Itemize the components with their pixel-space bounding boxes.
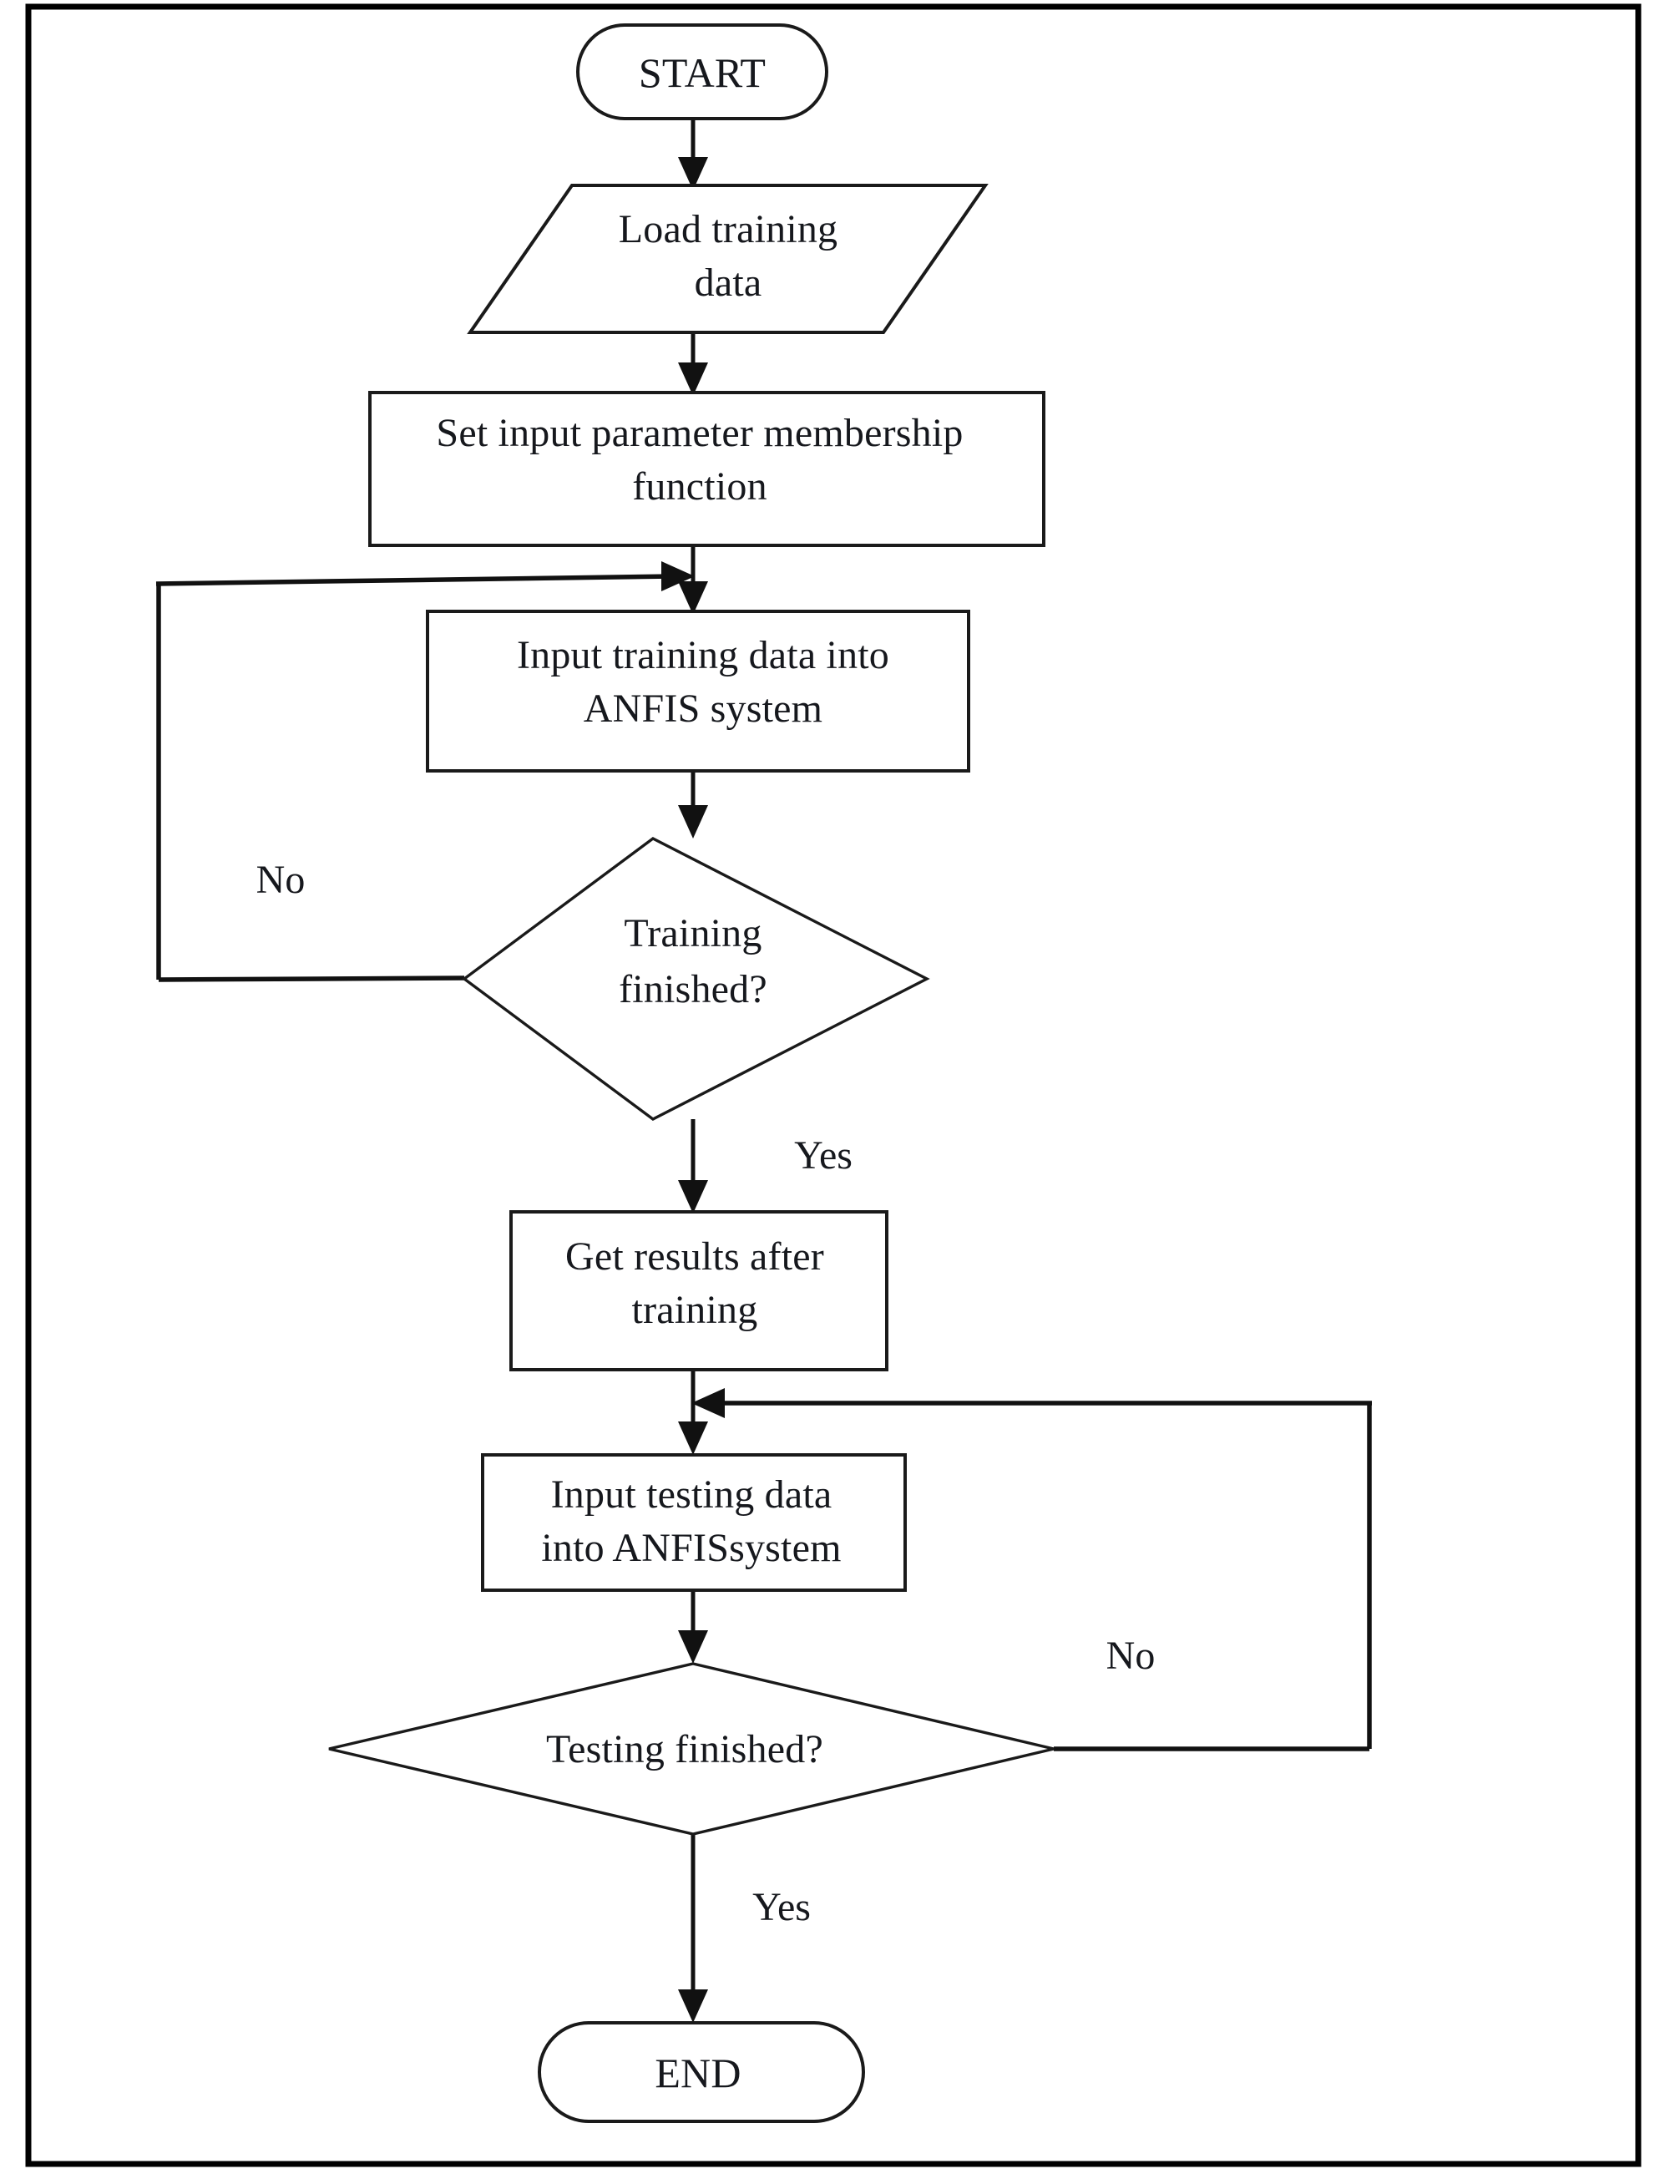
node-start[interactable]: START bbox=[576, 23, 828, 120]
testing-finished-diamond bbox=[328, 1662, 1055, 1836]
connector-training-yes-to-results bbox=[678, 1119, 708, 1214]
node-input-training[interactable]: Input training data into ANFIS system bbox=[426, 610, 970, 773]
edge-label-testing-no: No bbox=[1106, 1634, 1156, 1678]
node-set-membership[interactable]: Set input parameter membership function bbox=[368, 391, 1045, 547]
input-testing-box bbox=[481, 1453, 907, 1592]
connector-load-to-membership bbox=[678, 332, 708, 396]
load-training-data-parallelogram bbox=[467, 184, 989, 334]
connector-membership-to-input-training bbox=[678, 545, 708, 615]
node-load-training-data[interactable]: Load training data bbox=[467, 184, 989, 334]
set-membership-box bbox=[368, 391, 1045, 547]
training-finished-diamond bbox=[462, 837, 930, 1121]
testing-finished-label-line1: Testing finished? bbox=[546, 1727, 823, 1771]
get-results-label-line2: training bbox=[632, 1288, 758, 1332]
training-finished-label-line2: finished? bbox=[619, 967, 767, 1011]
end-label: END bbox=[655, 2050, 741, 2096]
input-training-label-line1: Input training data into bbox=[517, 633, 889, 677]
set-membership-label-line2: function bbox=[632, 464, 767, 509]
connector-testing-yes-to-end bbox=[678, 1834, 708, 2023]
edge-label-training-no: No bbox=[256, 858, 306, 902]
edge-label-training-yes: Yes bbox=[794, 1133, 853, 1178]
get-results-label-line1: Get results after bbox=[565, 1234, 824, 1279]
connector-testing-no-loop bbox=[691, 1388, 1372, 1751]
connector-input-training-to-decision bbox=[678, 771, 708, 839]
connector-start-to-load bbox=[678, 119, 708, 190]
start-terminator-shape bbox=[576, 23, 828, 120]
node-input-testing[interactable]: Input testing data into ANFISsystem bbox=[481, 1453, 907, 1592]
node-get-results[interactable]: Get results after training bbox=[509, 1210, 888, 1371]
training-finished-label-line1: Training bbox=[624, 911, 762, 955]
input-testing-label-line1: Input testing data bbox=[551, 1472, 832, 1517]
get-results-box bbox=[509, 1210, 888, 1371]
node-testing-finished-decision[interactable]: Testing finished? bbox=[328, 1662, 1055, 1836]
edge-label-testing-yes: Yes bbox=[752, 1885, 811, 1929]
node-training-finished-decision[interactable]: Training finished? bbox=[462, 837, 930, 1121]
end-terminator-shape bbox=[538, 2021, 865, 2123]
load-training-data-label-line2: data bbox=[695, 261, 762, 305]
figure-frame bbox=[25, 3, 1642, 2167]
start-label: START bbox=[639, 49, 766, 96]
node-end[interactable]: END bbox=[538, 2021, 865, 2123]
input-training-label-line2: ANFIS system bbox=[584, 687, 822, 731]
connector-training-no-loop bbox=[155, 561, 695, 982]
input-testing-label-line2: into ANFISsystem bbox=[541, 1526, 841, 1570]
load-training-data-label-line1: Load training bbox=[619, 207, 838, 251]
connector-input-testing-to-decision bbox=[678, 1590, 708, 1664]
input-training-box bbox=[426, 610, 970, 773]
connector-results-to-input-testing bbox=[678, 1370, 708, 1455]
set-membership-label-line1: Set input parameter membership bbox=[436, 411, 963, 455]
